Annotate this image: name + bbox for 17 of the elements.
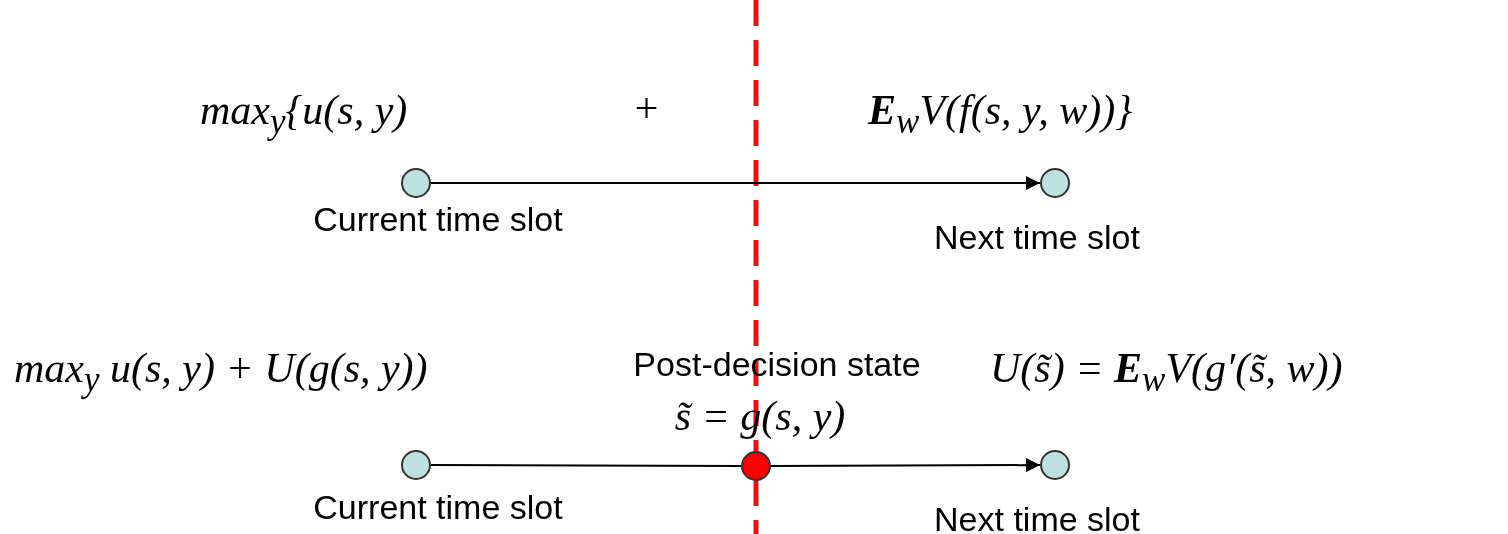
node-caption: Next time slot (934, 500, 1140, 534)
time-slot-dot (401, 168, 431, 198)
time-slot-dot (401, 450, 431, 480)
state-dot (741, 451, 771, 481)
arrow (430, 176, 1041, 190)
node-caption: Post-decision state (633, 345, 921, 384)
formula: E$_{w}$V(f(s, y, w))} (868, 86, 1133, 143)
time-slot-dot (1040, 168, 1070, 198)
node-caption: Next time slot (934, 218, 1140, 257)
formula: max$_{y}$ u(s, y) + U(g(s, y)) (14, 344, 428, 401)
node-caption: Current time slot (313, 200, 563, 239)
formula: U(s̃) = E$_{w}$V(g′(s̃, w)) (990, 344, 1343, 401)
node-caption: Current time slot (313, 488, 563, 527)
formula: + (632, 84, 661, 132)
arrow (770, 458, 1041, 473)
time-slot-dot (1040, 450, 1070, 480)
formula: max$_{y}${u(s, y) (200, 86, 408, 143)
